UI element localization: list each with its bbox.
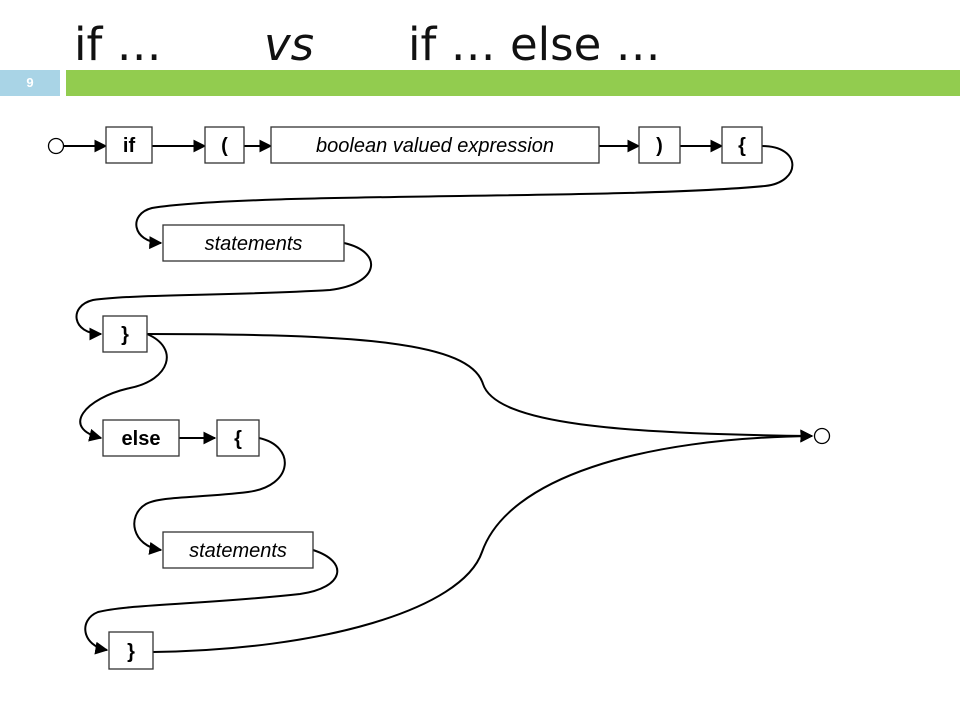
end-node-circle [813, 427, 831, 445]
node-close-brace-if: } [102, 315, 148, 353]
title-if: if … [74, 17, 162, 71]
statements-else-label: statements [189, 540, 287, 562]
node-else-keyword: else [102, 419, 180, 457]
if-keyword-label: if [123, 135, 136, 157]
close-brace-else-label: } [127, 641, 135, 663]
node-close-paren: ) [638, 126, 681, 164]
node-condition: boolean valued expression [270, 126, 600, 164]
close-paren-label: ) [656, 135, 663, 157]
edge-open-brace-to-else-statements [133, 437, 286, 555]
edge-else-close-brace-to-end [152, 429, 814, 653]
node-statements-else: statements [162, 531, 314, 569]
start-node-circle [47, 137, 65, 155]
node-open-brace-else: { [216, 419, 260, 457]
open-brace-if-label: { [738, 135, 746, 157]
open-brace-else-label: { [234, 428, 242, 450]
open-paren-label: ( [221, 135, 228, 157]
node-if-keyword: if [105, 126, 153, 164]
edge-else-statements-to-close-brace [84, 549, 339, 655]
edge-close-brace-to-end [146, 333, 814, 443]
edge-open-brace-to-statements [135, 145, 794, 250]
node-statements-if: statements [162, 224, 345, 262]
condition-label: boolean valued expression [316, 135, 554, 157]
else-keyword-label: else [122, 428, 161, 450]
node-open-paren: ( [204, 126, 245, 164]
node-open-brace-if: { [721, 126, 763, 164]
title-vs: vs [264, 17, 315, 71]
edge-close-brace-to-else [79, 333, 168, 442]
header-bar-right [66, 70, 960, 96]
node-close-brace-else: } [108, 631, 154, 670]
slide-title: if … vs if … else … [74, 8, 661, 80]
header-bar-left [0, 70, 60, 96]
title-if-else: if … else … [408, 17, 661, 71]
edges [64, 139, 814, 655]
statements-if-label: statements [205, 233, 303, 255]
edge-statements-to-close-brace [75, 242, 372, 341]
slide-number: 9 [26, 75, 34, 90]
close-brace-if-label: } [121, 324, 129, 346]
